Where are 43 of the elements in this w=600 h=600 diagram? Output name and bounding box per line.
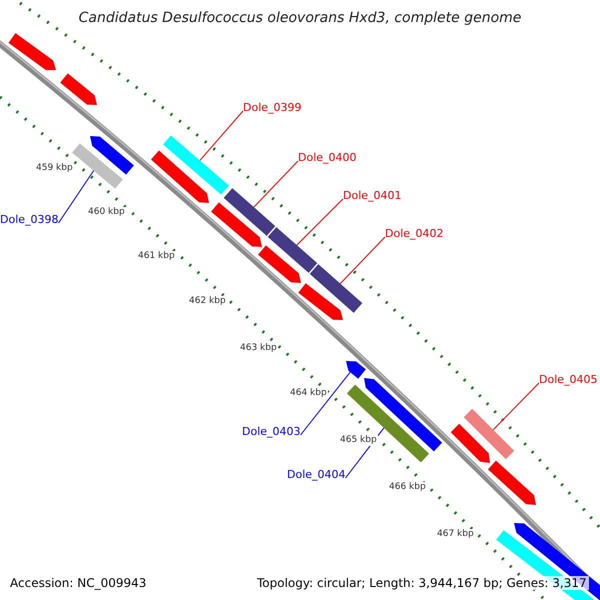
gene-feature [8,33,56,70]
gene-feature [90,136,134,175]
leader-line [253,160,298,208]
gene-label: Dole_0403 [242,426,301,437]
leader-line [492,382,540,430]
leader-line [340,236,386,284]
gene-feature [60,73,97,105]
tick-label: 465 kbp [339,435,378,446]
gene-label: Dole_0401 [343,190,402,201]
tick-label: 460 kbp [87,207,126,218]
tick-label: 464 kbp [289,388,328,399]
gene-bar [310,264,362,313]
leader-line [300,372,351,436]
gene-bar [72,143,123,189]
gene-label: Dole_0399 [243,102,302,113]
gene-bar [268,227,318,273]
gene-label: Dole_0404 [287,469,346,480]
gene-feature [298,283,343,320]
gene-feature [258,245,301,283]
gene-label: Dole_0405 [539,374,598,385]
gene-label: Dole_0398 [0,214,59,225]
gene-label: Dole_0402 [385,228,444,239]
tick-label: 466 kbp [388,482,427,493]
gene-feature [346,361,366,379]
gene-bar [163,136,229,194]
tick-label: 462 kbp [188,296,227,307]
title: Candidatus Desulfococcus oleovorans Hxd3, complete genome [78,11,522,25]
genome-summary-text: Topology: circular; Length: 3,944,167 bp; Genes: 3,317 [255,576,589,590]
tick-label: 461 kbp [137,251,176,262]
leader-line [199,110,244,161]
tick-label: 459 kbp [35,163,74,174]
gene-bar [224,188,276,236]
leader-line [58,170,94,224]
gene-bar [464,408,514,460]
leader-line [296,198,344,246]
tick-label: 463 kbp [239,343,278,354]
gene-label: Dole_0400 [298,152,357,163]
gene-feature [211,202,262,247]
gene-feature [450,424,490,463]
gene-feature [151,150,209,203]
tick-label: 467 kbp [436,529,475,540]
accession-text: Accession: NC_009943 [8,576,148,590]
gene-feature [488,460,536,505]
